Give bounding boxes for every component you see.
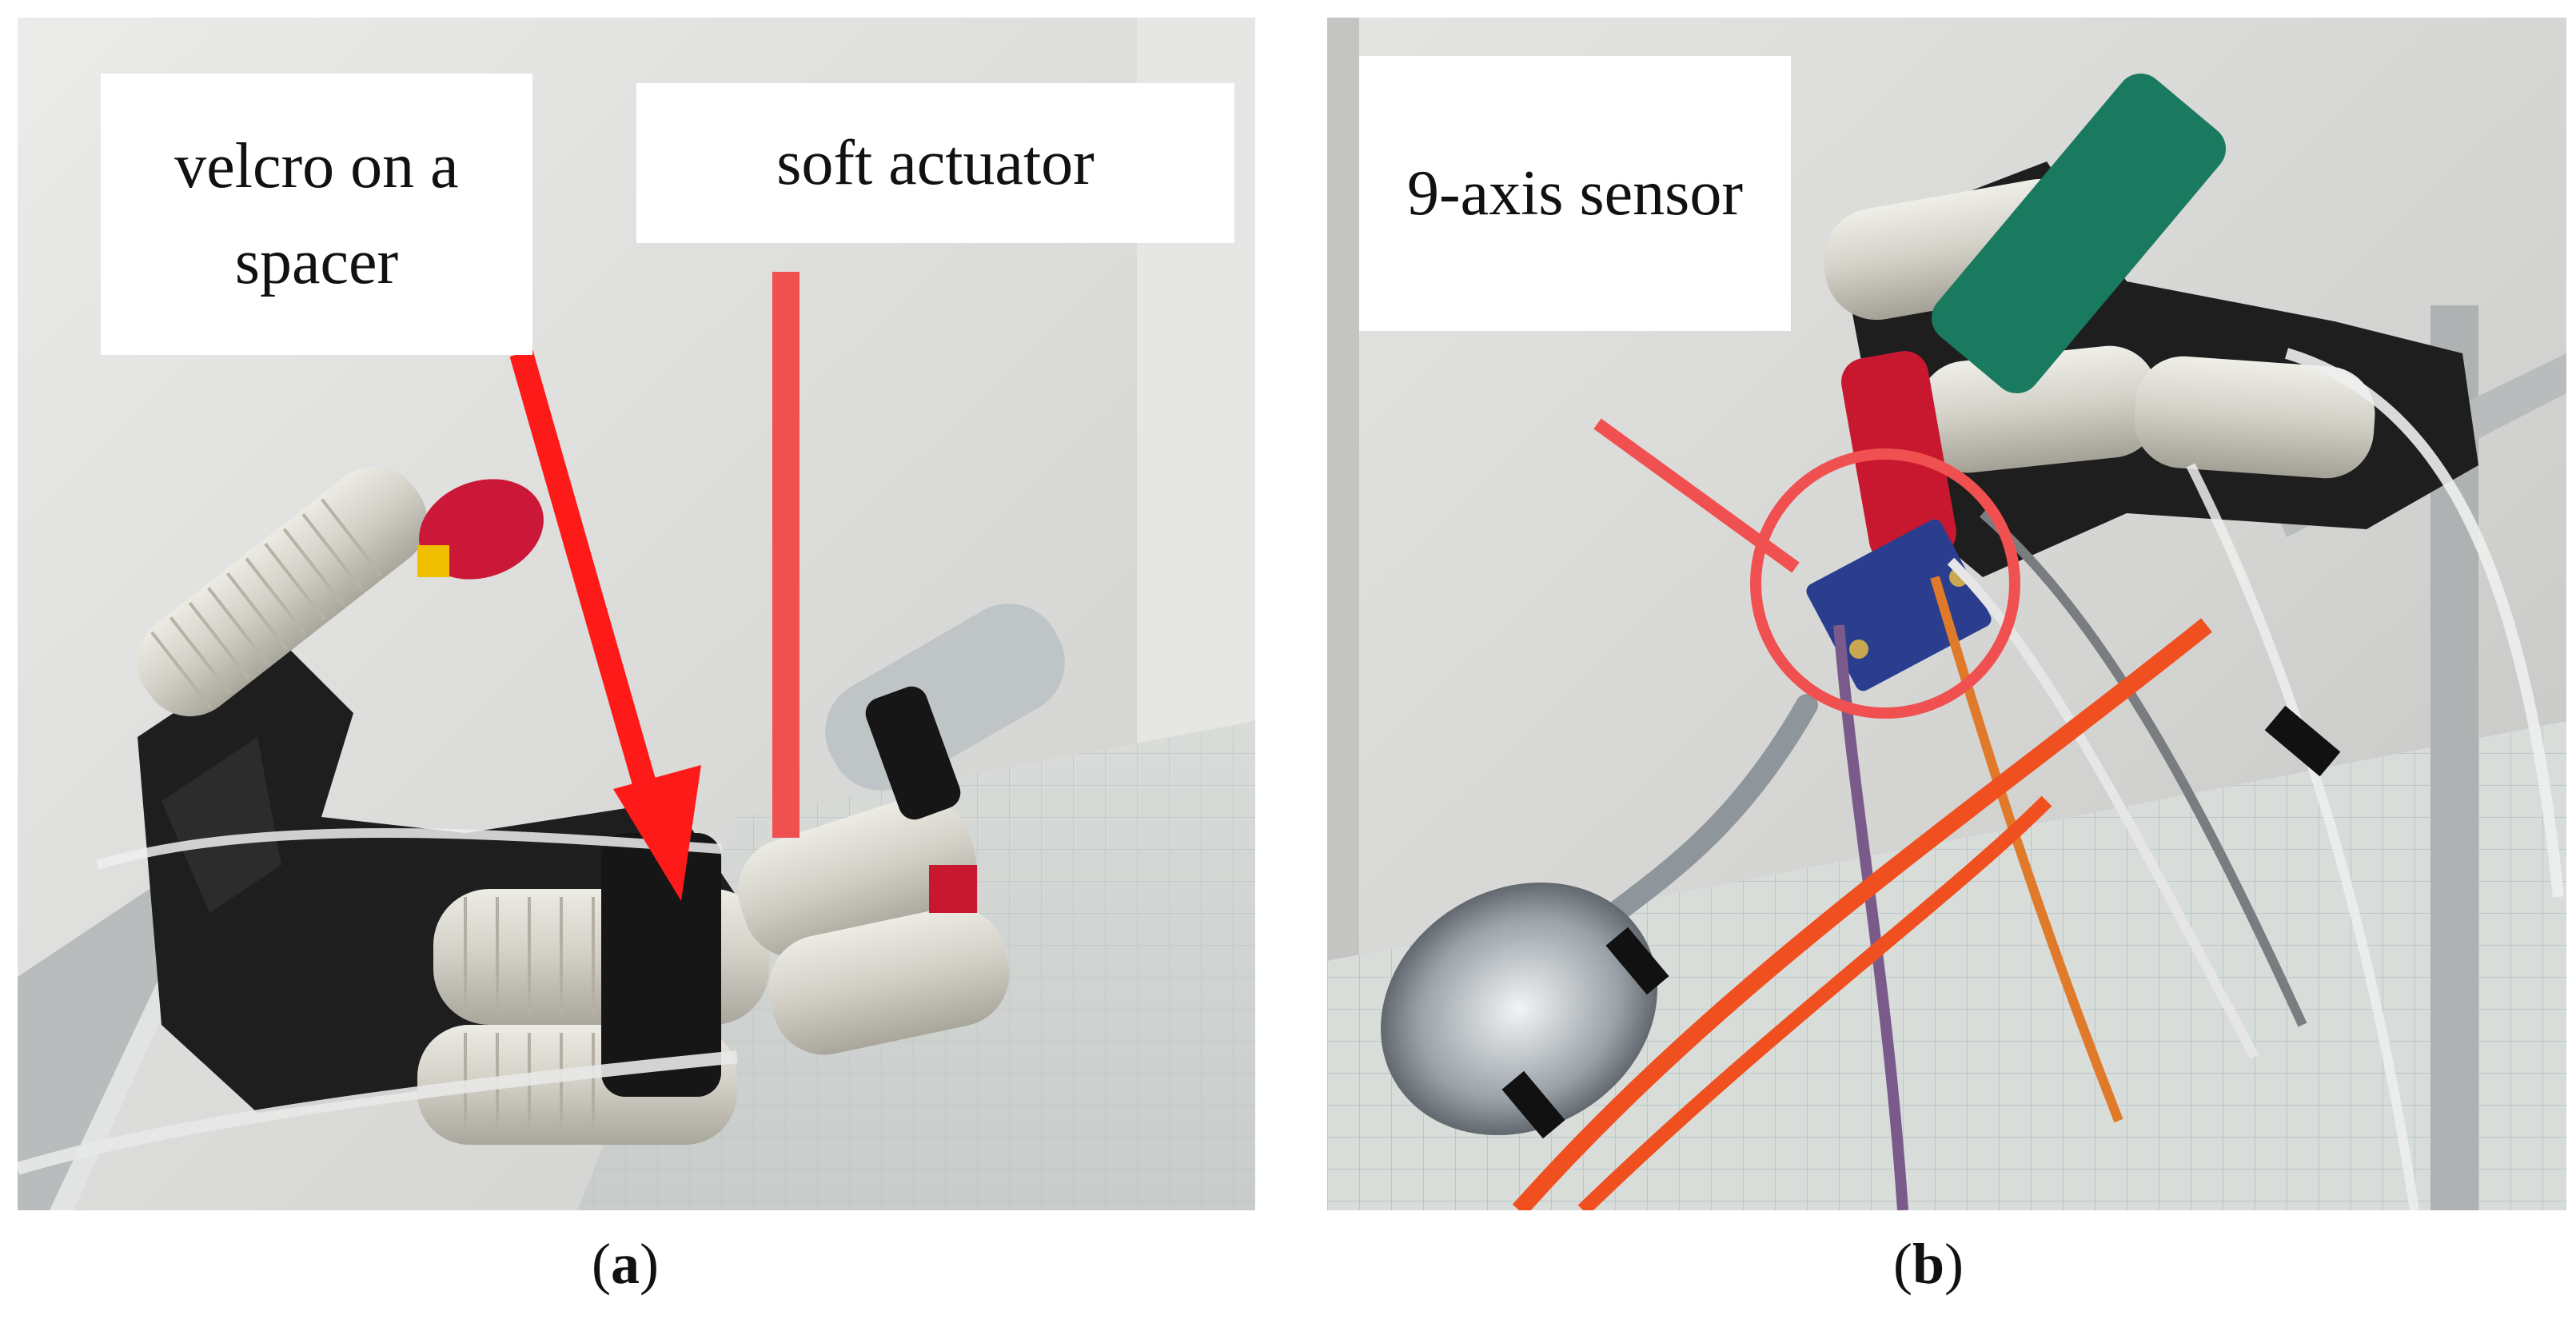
caption-a-letter: a [610, 1232, 640, 1296]
label-soft-actuator: soft actuator [636, 83, 1234, 243]
caption-b-close: ) [1944, 1232, 1964, 1296]
caption-b: (b) [1893, 1231, 1964, 1297]
label-9-axis-sensor: 9-axis sensor [1359, 56, 1791, 331]
caption-a-close: ) [639, 1232, 659, 1296]
actuator-marker-line [772, 272, 800, 838]
caption-b-open: ( [1893, 1232, 1912, 1296]
sensor-marker-line [1593, 418, 1800, 573]
velcro-arrow-shaft [509, 349, 660, 799]
label-velcro-on-a-spacer: velcro on a spacer [101, 74, 532, 355]
caption-b-letter: b [1912, 1232, 1945, 1296]
caption-a: (a) [592, 1231, 659, 1297]
velcro-arrow-head [613, 765, 701, 901]
sensor-marker-circle [1750, 448, 2020, 719]
caption-a-open: ( [592, 1232, 611, 1296]
